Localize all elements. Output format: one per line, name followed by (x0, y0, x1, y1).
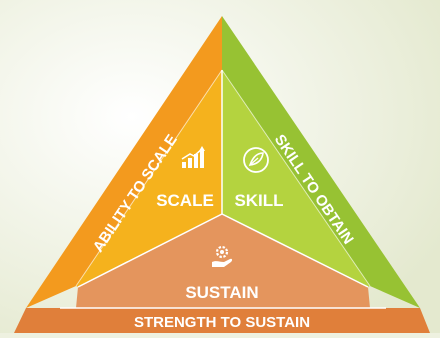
skill-label: SKILL (234, 191, 283, 210)
inner-edge-left (75, 69, 223, 287)
divider-left (77, 213, 223, 288)
right-band (222, 16, 420, 308)
left-band (26, 16, 222, 308)
gear-hand-icon (212, 245, 233, 267)
bottom-side-label: STRENGTH TO SUSTAIN (134, 314, 310, 331)
bottom-band (14, 308, 430, 333)
divider-right (221, 213, 369, 288)
leaf-hand-icon (243, 147, 269, 173)
inner-edge-right (221, 69, 371, 287)
growth-chart-icon (181, 146, 205, 168)
sustain-section (76, 214, 370, 308)
sustain-label: SUSTAIN (185, 283, 258, 302)
scale-label: SCALE (156, 191, 214, 210)
